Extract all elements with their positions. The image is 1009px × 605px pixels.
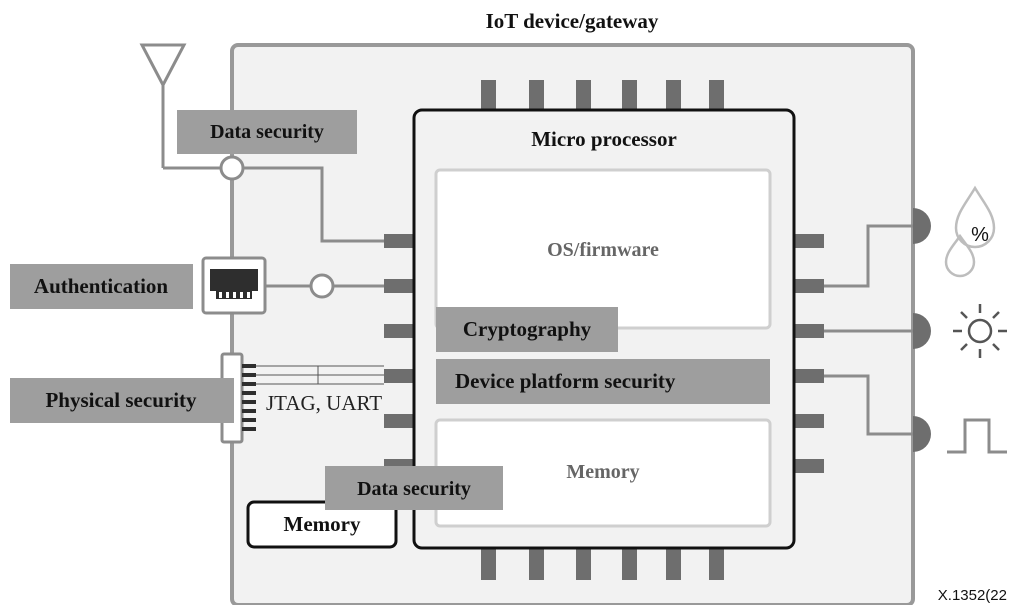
data-security-top-tag xyxy=(177,110,357,154)
micro-processor-title: Micro processor xyxy=(531,127,677,151)
cryptography-tag xyxy=(436,307,618,352)
debug-header-traces xyxy=(256,365,384,385)
humidity-sensor-connection xyxy=(824,224,913,288)
humidity-icon xyxy=(944,185,996,278)
data-security-top-label: Data security xyxy=(210,121,324,143)
antenna-icon xyxy=(139,43,187,168)
cryptography-label: Cryptography xyxy=(463,317,592,341)
data-security-bottom-label: Data security xyxy=(357,478,471,500)
external-memory-block xyxy=(246,500,398,549)
physical-security-tag xyxy=(10,378,234,423)
device-platform-security-tag xyxy=(436,359,770,404)
light-sensor-icon xyxy=(953,304,1007,358)
external-memory-label: Memory xyxy=(284,512,361,536)
processor-top-pins xyxy=(481,80,724,114)
physical-security-label: Physical security xyxy=(45,388,197,412)
processor-bottom-pins xyxy=(481,548,724,580)
pulse-signal-icon xyxy=(947,418,1007,454)
data-security-bottom-tag xyxy=(325,466,503,510)
humidity-port xyxy=(913,208,931,244)
signal-port xyxy=(913,416,931,452)
os-firmware-label: OS/firmware xyxy=(547,239,659,261)
internal-memory-label: Memory xyxy=(566,461,639,483)
debug-ports-label: JTAG, UART xyxy=(266,391,382,415)
device-platform-security-label: Device platform security xyxy=(455,369,676,393)
authentication-tag xyxy=(10,264,193,309)
antenna-connection xyxy=(163,166,384,243)
antenna-junction xyxy=(219,155,245,181)
debug-header-pins xyxy=(242,364,256,431)
processor-right-pins xyxy=(794,234,824,473)
diagram-title: IoT device/gateway xyxy=(486,9,659,33)
ethernet-junction xyxy=(309,273,335,299)
humidity-symbol: % xyxy=(971,224,989,246)
light-port xyxy=(913,313,931,349)
ethernet-port-icon xyxy=(210,269,258,299)
signal-output-connection xyxy=(824,374,913,436)
figure-id: X.1352(22 xyxy=(938,587,1007,604)
authentication-label: Authentication xyxy=(34,274,168,298)
